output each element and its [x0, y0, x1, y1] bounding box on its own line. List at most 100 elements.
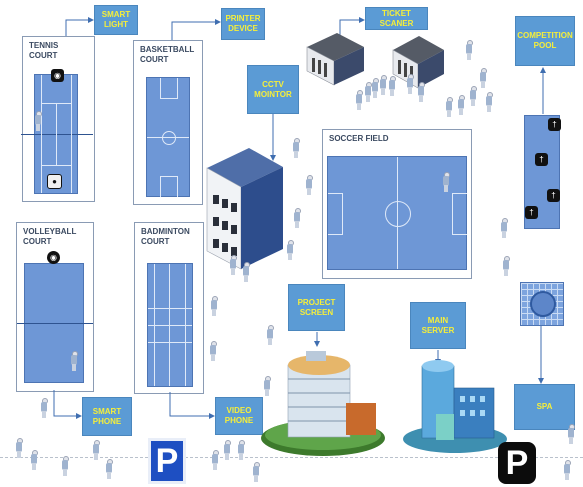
person-icon	[389, 76, 396, 96]
person-icon	[294, 208, 301, 228]
person-icon	[380, 75, 387, 95]
parking-glyph: P	[155, 442, 179, 480]
smart-phone-label: SMART PHONE	[82, 397, 132, 436]
volleyball-court-frame: VOLLEYBALL COURT ◉	[16, 222, 94, 392]
person-icon	[62, 456, 69, 476]
person-icon	[243, 262, 250, 282]
tennis-court-line	[41, 75, 42, 193]
person-icon	[372, 78, 379, 98]
arrow-video-phone	[169, 392, 215, 419]
cctv-building-icon	[206, 148, 283, 270]
person-icon	[212, 450, 219, 470]
person-icon	[41, 398, 48, 418]
swimmer-sensor-icon: †	[525, 206, 538, 219]
person-icon	[224, 440, 231, 460]
tennis-court-frame: TENNIS COURT ◉ ●	[21, 36, 95, 202]
badminton-court-frame: BADMINTON COURT	[134, 222, 204, 394]
project-screen-label: PROJECT SCREEN	[288, 284, 345, 331]
person-icon	[418, 82, 425, 102]
soccer-field-frame: SOCCER FIELD	[322, 129, 472, 279]
badminton-line	[148, 342, 192, 343]
person-icon	[267, 325, 274, 345]
basketball-key-top	[160, 78, 178, 99]
person-icon	[407, 74, 414, 94]
swimmer-sensor-icon: †	[548, 118, 561, 131]
spa-pool-circle	[530, 291, 556, 317]
person-icon	[365, 82, 372, 102]
tennis-court-line	[21, 134, 93, 135]
ticket-booth-icon	[306, 33, 364, 86]
basketball-court-label: BASKETBALL COURT	[140, 45, 195, 64]
badminton-line	[169, 264, 170, 386]
main-server-label: MAIN SERVER	[410, 302, 466, 349]
ticket-scanner-label: TICKET SCANER	[365, 7, 428, 30]
badminton-line	[148, 308, 192, 309]
basketball-key-bottom	[160, 176, 178, 197]
person-icon	[93, 440, 100, 460]
person-icon	[211, 296, 218, 316]
swimmer-sensor-icon: †	[547, 189, 560, 202]
video-phone-label: VIDEO PHONE	[215, 397, 263, 435]
person-icon	[443, 172, 450, 192]
badminton-line	[148, 325, 192, 326]
badminton-line	[154, 264, 155, 386]
volleyball-net-line	[17, 323, 93, 324]
person-icon	[501, 218, 508, 238]
soccer-penalty-left	[328, 193, 343, 235]
tennis-court-surface	[21, 74, 93, 194]
soccer-penalty-right	[452, 193, 467, 235]
person-icon	[564, 460, 571, 480]
soccer-center-circle	[385, 201, 411, 227]
light-sensor-icon: ◉	[51, 69, 64, 82]
parking-glyph: P	[505, 444, 529, 482]
person-icon	[264, 376, 271, 396]
volleyball-court-label: VOLLEYBALL COURT	[23, 227, 77, 246]
basketball-court-frame: BASKETBALL COURT	[133, 40, 203, 205]
person-icon	[466, 40, 473, 60]
soccer-field-label: SOCCER FIELD	[329, 134, 389, 143]
person-icon	[486, 92, 493, 112]
tennis-court-line	[71, 75, 72, 193]
project-screen-building-icon	[261, 351, 385, 456]
person-icon	[71, 351, 78, 371]
parking-sign-black: P	[498, 442, 536, 484]
light-sensor-icon: ●	[47, 174, 62, 189]
person-icon	[253, 462, 260, 482]
person-icon	[480, 68, 487, 88]
person-icon	[16, 438, 23, 458]
spa-pool	[520, 282, 564, 326]
person-icon	[238, 440, 245, 460]
person-icon	[287, 240, 294, 260]
ground-dashed-line	[0, 457, 583, 458]
person-icon	[458, 95, 465, 115]
person-icon	[568, 424, 575, 444]
arrow-printer	[171, 19, 221, 40]
basketball-center-circle	[162, 131, 176, 145]
person-icon	[210, 341, 217, 361]
volleyball-sensor-icon: ◉	[47, 251, 60, 264]
printer-device-label: PRINTER DEVICE	[221, 8, 265, 40]
tennis-court-line	[41, 165, 72, 166]
basketball-court-surface	[146, 77, 190, 197]
tennis-court-label: TENNIS COURT	[29, 41, 59, 60]
person-icon	[356, 90, 363, 110]
parking-sign-blue: P	[148, 438, 186, 484]
badminton-line	[185, 264, 186, 386]
swimmer-sensor-icon: †	[535, 153, 548, 166]
soccer-field-surface	[327, 156, 467, 270]
person-icon	[503, 256, 510, 276]
tennis-court-line	[56, 103, 57, 165]
person-icon	[31, 450, 38, 470]
main-server-building-icon	[403, 360, 507, 453]
badminton-court-label: BADMINTON COURT	[141, 227, 190, 246]
competition-pool-label: COMPETITION POOL	[515, 16, 575, 66]
badminton-court-surface	[147, 263, 193, 387]
person-icon	[306, 175, 313, 195]
smart-light-label: SMART LIGHT	[94, 5, 138, 35]
arrow-smart-phone	[53, 390, 82, 419]
ticket-booth-icon	[392, 36, 444, 89]
person-icon	[470, 86, 477, 106]
person-icon	[446, 97, 453, 117]
cctv-monitor-label: CCTV MOINTOR	[247, 65, 299, 114]
